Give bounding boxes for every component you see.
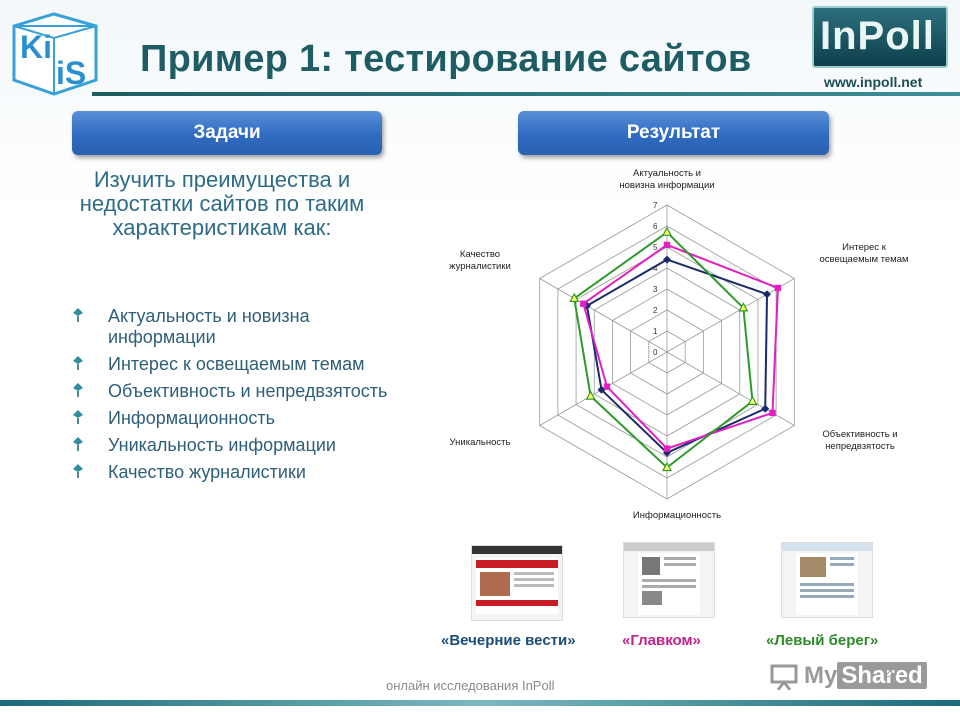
- svg-text:Ki: Ki: [20, 29, 52, 65]
- radar-point: [663, 241, 671, 249]
- footer-text: онлайн исследования InPoll: [386, 678, 555, 693]
- kiis-logo: Ki iS: [4, 8, 104, 100]
- title-underline: [92, 92, 960, 96]
- radar-tick-label: 7: [653, 201, 658, 210]
- slide-title: Пример 1: тестирование сайтов: [140, 38, 752, 80]
- radar-point: [747, 395, 758, 405]
- radar-point: [662, 461, 672, 472]
- presentation-icon: [770, 664, 798, 690]
- radar-point: [663, 255, 671, 264]
- list-item-label: Интерес к освещаемым темам: [108, 354, 365, 374]
- site-label-vechernie-vesti: «Вечерние вести»: [441, 632, 576, 649]
- leaf-bullet-icon: [73, 356, 83, 370]
- watermark-my: My: [804, 662, 838, 689]
- site-thumbnail-levyi-bereg: [781, 542, 873, 618]
- radar-point: [663, 445, 671, 452]
- radar-point: [597, 385, 606, 394]
- radar-point: [774, 284, 782, 292]
- radar-point: [585, 390, 596, 400]
- radar-point: [769, 409, 776, 417]
- radar-spoke: [539, 278, 668, 353]
- inpoll-logo-word: InPoll: [820, 14, 935, 58]
- site-thumbnail-vechernie-vesti: [471, 545, 563, 621]
- radar-spoke: [666, 278, 795, 353]
- leaf-bullet-icon: [73, 410, 83, 424]
- list-item: Интерес к освещаемым темам: [72, 354, 392, 375]
- leaf-bullet-icon: [73, 437, 83, 451]
- radar-tick-label: 6: [653, 222, 658, 231]
- tasks-intro: Изучить преимущества и недостатки сайтов…: [79, 167, 365, 240]
- list-item: Уникальность информации: [72, 435, 392, 456]
- list-item: Актуальность и новизна информации: [72, 306, 392, 348]
- radar-point: [738, 302, 749, 312]
- list-item-label: Уникальность информации: [108, 435, 336, 455]
- list-item-label: Информационность: [108, 408, 275, 428]
- list-item-label: Актуальность и новизна информации: [108, 306, 310, 347]
- radar-category-label: Информационность: [633, 510, 721, 521]
- radar-tick-label: 1: [653, 327, 658, 336]
- site-label-glavkom: «Главком»: [622, 632, 701, 649]
- leaf-bullet-icon: [73, 383, 83, 397]
- site-label-levyi-bereg: «Левый берег»: [766, 632, 879, 649]
- radar-tick-label: 2: [653, 306, 658, 315]
- radar-tick-label: 4: [653, 264, 658, 273]
- tasks-header: Задачи: [72, 111, 382, 155]
- inpoll-logo: InPoll www.inpoll.net: [812, 6, 948, 90]
- list-item: Объективность и непредвзятость: [72, 381, 392, 402]
- radar-point: [662, 226, 672, 236]
- radar-point: [603, 383, 611, 390]
- site-thumbnail-glavkom: [623, 542, 715, 618]
- watermark-shared: Shared: [837, 662, 927, 689]
- list-item: Качество журналистики: [72, 462, 392, 483]
- page-number: 20: [884, 666, 898, 680]
- svg-text:iS: iS: [56, 55, 86, 91]
- radar-tick-label: 5: [653, 243, 658, 252]
- radar-point: [580, 300, 587, 307]
- radar-point: [761, 404, 770, 413]
- leaf-bullet-icon: [73, 308, 83, 322]
- radar-tick-label: 3: [653, 285, 658, 294]
- inpoll-logo-url: www.inpoll.net: [824, 74, 923, 90]
- radar-category-label: Уникальность: [450, 437, 511, 448]
- leaf-bullet-icon: [73, 464, 83, 478]
- result-header: Результат: [518, 111, 829, 155]
- radar-point: [569, 292, 580, 303]
- list-item-label: Объективность и непредвзятость: [108, 381, 388, 401]
- list-item: Информационность: [72, 408, 392, 429]
- list-item-label: Качество журналистики: [108, 462, 306, 482]
- radar-point: [763, 290, 772, 299]
- radar-tick-label: 0: [653, 348, 658, 357]
- characteristics-list: Актуальность и новизна информации Интере…: [72, 306, 392, 489]
- footer-line: [0, 700, 960, 706]
